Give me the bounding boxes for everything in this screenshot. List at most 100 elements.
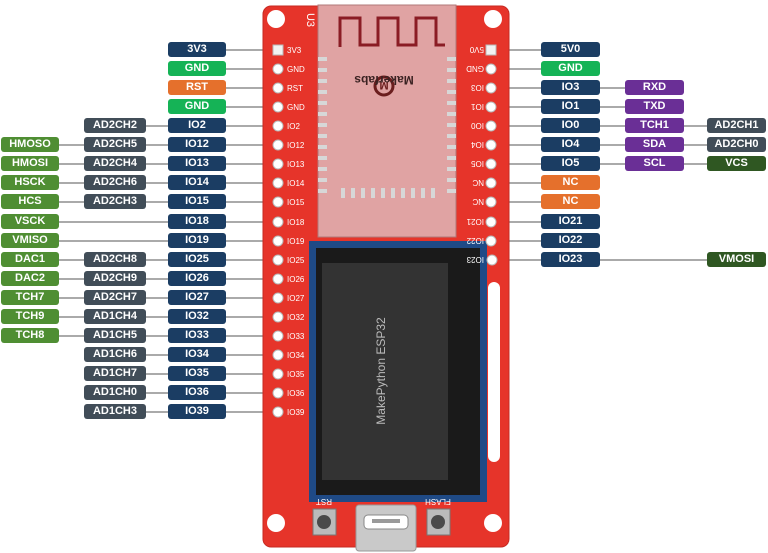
pin-silkscreen: IO34 [287,351,305,360]
pin-pad [485,196,497,208]
pin-pad [485,63,497,75]
pin-label-io23: IO23 [541,252,600,267]
pin-label-ad2ch1: AD2CH1 [707,118,766,133]
pin-label-ad2ch6: AD2CH6 [84,175,146,190]
pin-pad [485,177,497,189]
module-pad [318,101,327,105]
mount-hole [267,514,285,532]
flash-button-cap[interactable] [431,515,445,529]
module-pad [318,123,327,127]
pin-silkscreen: IO39 [287,408,305,417]
usb-tongue [372,519,400,523]
pin-pad [272,101,284,113]
module-pad [371,188,375,198]
module-pad [447,123,456,127]
pin-pad [272,254,284,266]
pin-silkscreen: IO15 [287,198,305,207]
pin-silkscreen: 3V3 [287,46,302,55]
pin-pad [272,406,284,418]
pin-pad-square [272,44,284,56]
pin-silkscreen: IO36 [287,389,305,398]
pin-label-ad2ch5: AD2CH5 [84,137,146,152]
pin-label-io27: IO27 [168,290,226,305]
pin-label-io2: IO2 [168,118,226,133]
pin-silkscreen: IO2 [287,122,300,131]
pin-pad [485,120,497,132]
module-pad [318,167,327,171]
module-pad [447,189,456,193]
pin-pad [272,292,284,304]
pin-pad [272,82,284,94]
pin-pad [272,177,284,189]
pin-label-tch1: TCH1 [625,118,684,133]
pin-label-txd: TXD [625,99,684,114]
pin-label-rxd: RXD [625,80,684,95]
module-pad [447,112,456,116]
module-pad [318,57,327,61]
pin-pad [485,216,497,228]
pin-silkscreen: IO4 [471,140,484,149]
pin-silkscreen: IO13 [287,160,305,169]
module-pad [447,68,456,72]
pin-pad [272,349,284,361]
rst-button-cap[interactable] [317,515,331,529]
pin-label-io3: IO3 [541,80,600,95]
pin-silkscreen: IO21 [466,217,484,226]
pin-silkscreen: NC [472,197,484,206]
module-pad [318,90,327,94]
display-screen [322,263,448,480]
module-pad [411,188,415,198]
module-pad [401,188,405,198]
module-pad [361,188,365,198]
pin-silkscreen: IO1 [471,102,484,111]
pin-label-io36: IO36 [168,385,226,400]
pin-label-tch7: TCH7 [1,290,59,305]
pin-pad-square [485,44,497,56]
module-pad [318,79,327,83]
pin-pad [485,82,497,94]
mount-hole [267,10,285,28]
pin-label-ad1ch3: AD1CH3 [84,404,146,419]
pin-label-vmosi: VMOSI [707,252,766,267]
module-pad [447,145,456,149]
module-pad [351,188,355,198]
pin-label-hsck: HSCK [1,175,59,190]
pin-label-ad2ch0: AD2CH0 [707,137,766,152]
pcb-antenna [338,16,445,47]
pin-silkscreen: NC [472,178,484,187]
makerfabs-logo: M [373,75,395,97]
pin-silkscreen: IO5 [471,159,484,168]
pin-label-5v0: 5V0 [541,42,600,57]
module-pad [318,112,327,116]
module-pad [381,188,385,198]
pin-label-rst: RST [168,80,226,95]
pin-pad [272,311,284,323]
pin-label-ad2ch9: AD2CH9 [84,271,146,286]
pin-label-io18: IO18 [168,214,226,229]
pin-pad [272,120,284,132]
pin-label-tch8: TCH8 [1,328,59,343]
pin-pad [272,368,284,380]
pin-label-tch9: TCH9 [1,309,59,324]
board-slot [488,282,500,462]
pin-label-ad1ch4: AD1CH4 [84,309,146,324]
pin-label-io15: IO15 [168,194,226,209]
header-pins: 3V3GNDRSTGNDIO2IO12IO13IO14IO15IO18IO19I… [272,44,498,418]
pin-silkscreen: GND [287,65,305,74]
pin-silkscreen: IO0 [471,121,484,130]
module-pad [341,188,345,198]
module-pad [447,134,456,138]
pin-label-gnd: GND [541,61,600,76]
pin-label-io0: IO0 [541,118,600,133]
pin-silkscreen: IO22 [466,236,484,245]
pin-label-io39: IO39 [168,404,226,419]
pin-silkscreen: IO14 [287,179,305,188]
pin-label-vcs: VCS [707,156,766,171]
module-pad [318,156,327,160]
pin-silkscreen: IO3 [471,83,484,92]
module-pad [447,167,456,171]
module-pads [318,57,456,198]
pin-label-io21: IO21 [541,214,600,229]
